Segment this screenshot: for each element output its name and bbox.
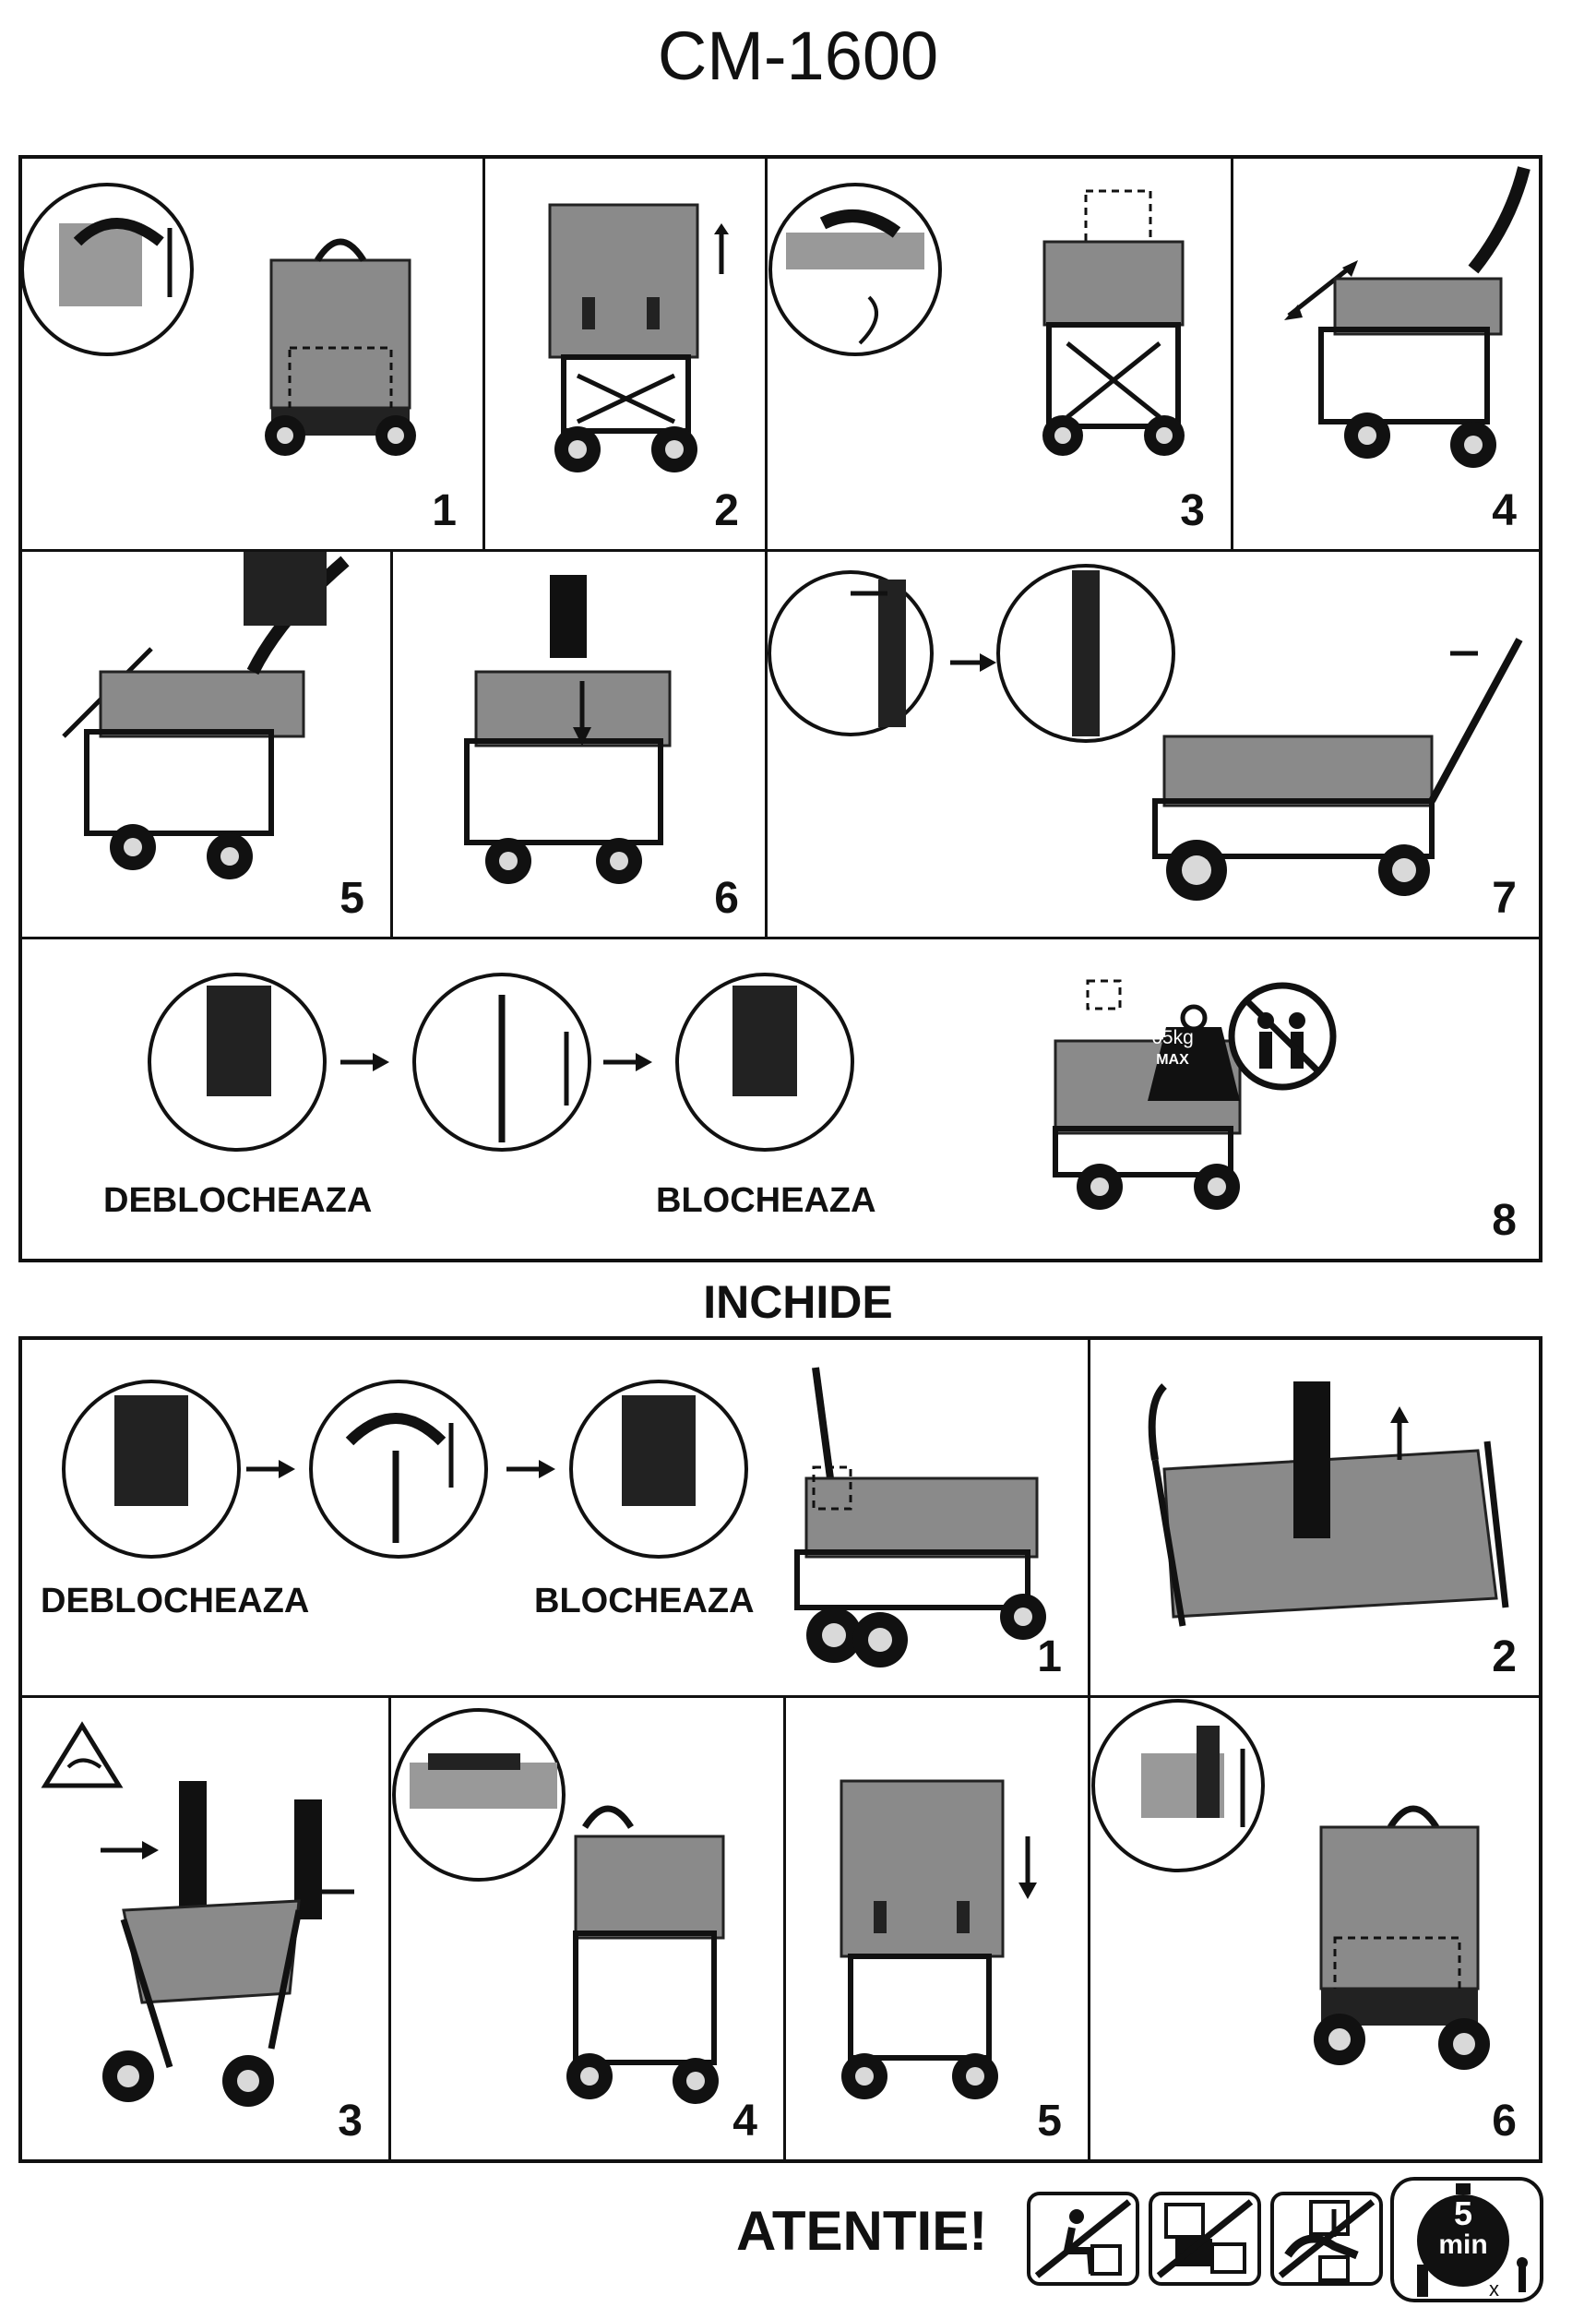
close-step-6: 6 <box>1090 1698 1542 2159</box>
open-step-5: 5 <box>22 552 393 939</box>
timer-value: 5 <box>1453 2194 1473 2232</box>
no-lifting-icon <box>1270 2192 1383 2286</box>
lock-label: BLOCHEAZA <box>656 1181 876 1220</box>
close-step-3: 3 <box>22 1698 391 2159</box>
handle-strap-illustration <box>768 183 1185 456</box>
close-step-4: 4 <box>391 1698 786 2159</box>
step-number: 7 <box>1492 874 1517 923</box>
open-step-2: 2 <box>485 159 768 552</box>
cover-down-illustration <box>840 1779 1037 2099</box>
load-max-label: MAX <box>1156 1052 1189 1068</box>
open-step-6: 6 <box>393 552 768 939</box>
step-number: 1 <box>1037 1632 1062 1681</box>
open-step-1: 1 <box>22 159 485 552</box>
close-step-5: 5 <box>786 1698 1090 2159</box>
step-number: 2 <box>1492 1632 1517 1681</box>
weight-icon <box>1148 1027 1240 1101</box>
no-sitting-icon <box>1027 2192 1139 2286</box>
close-step-1: DEBLOCHEAZA BLOCHEAZA 1 <box>22 1340 1090 1698</box>
folded-wagon-illustration <box>22 183 416 456</box>
step-number: 3 <box>338 2097 363 2146</box>
step-number: 1 <box>432 486 457 535</box>
step-number: 8 <box>1492 1196 1517 1245</box>
step-number: 5 <box>339 874 364 923</box>
strap-closed-illustration <box>1091 1699 1490 2070</box>
handle-lock-and-load-illustration <box>148 973 1337 1210</box>
step-number: 2 <box>714 486 739 535</box>
close-instructions-panel: DEBLOCHEAZA BLOCHEAZA 1 2 <box>18 1336 1542 2163</box>
open-step-3: 3 <box>768 159 1233 552</box>
spread-frame-illustration <box>62 552 350 879</box>
close-section-title: INCHIDE <box>703 1276 893 1328</box>
timer-multiplier: x <box>1489 2277 1499 2301</box>
unfolding-cover-illustration <box>548 203 729 472</box>
fold-sides-illustration <box>41 1721 354 2107</box>
unlock-handle-fold-illustration <box>62 1367 1046 1667</box>
handle-lock-sequence-illustration <box>768 564 1523 901</box>
open-instructions-panel: 1 2 3 <box>18 155 1542 1262</box>
close-step-2: 2 <box>1090 1340 1542 1698</box>
page-title: CM-1600 <box>657 18 939 94</box>
folded-frame-strap-illustration <box>392 1708 725 2104</box>
step-number: 4 <box>1492 486 1517 535</box>
load-weight-label: 65kg <box>1151 1027 1194 1048</box>
timer-unit: min <box>1438 2229 1488 2260</box>
step-number: 3 <box>1180 486 1205 535</box>
step-number: 6 <box>1492 2097 1517 2146</box>
lift-bottom-illustration <box>1148 1381 1509 1627</box>
step-number: 4 <box>732 2097 757 2146</box>
open-step-4: 4 <box>1233 159 1542 552</box>
unlock-label: DEBLOCHEAZA <box>103 1181 373 1220</box>
step-number: 5 <box>1037 2097 1062 2146</box>
pull-apart-frame-illustration <box>1284 166 1530 468</box>
open-step-7: 7 <box>768 552 1542 939</box>
lock-label: BLOCHEAZA <box>534 1582 755 1620</box>
assembly-time-icon <box>1390 2177 1543 2302</box>
open-step-8: 65kg MAX DEBLOCHEAZA BLOCHEAZA 8 <box>22 939 1542 1259</box>
step-number: 6 <box>714 874 739 923</box>
pinch-warning-icon <box>41 1721 124 1788</box>
press-bottom-illustration <box>464 575 672 884</box>
no-stacking-icon <box>1149 2192 1261 2286</box>
unlock-label: DEBLOCHEAZA <box>41 1582 310 1620</box>
warning-title: ATENTIE! <box>736 2200 988 2262</box>
